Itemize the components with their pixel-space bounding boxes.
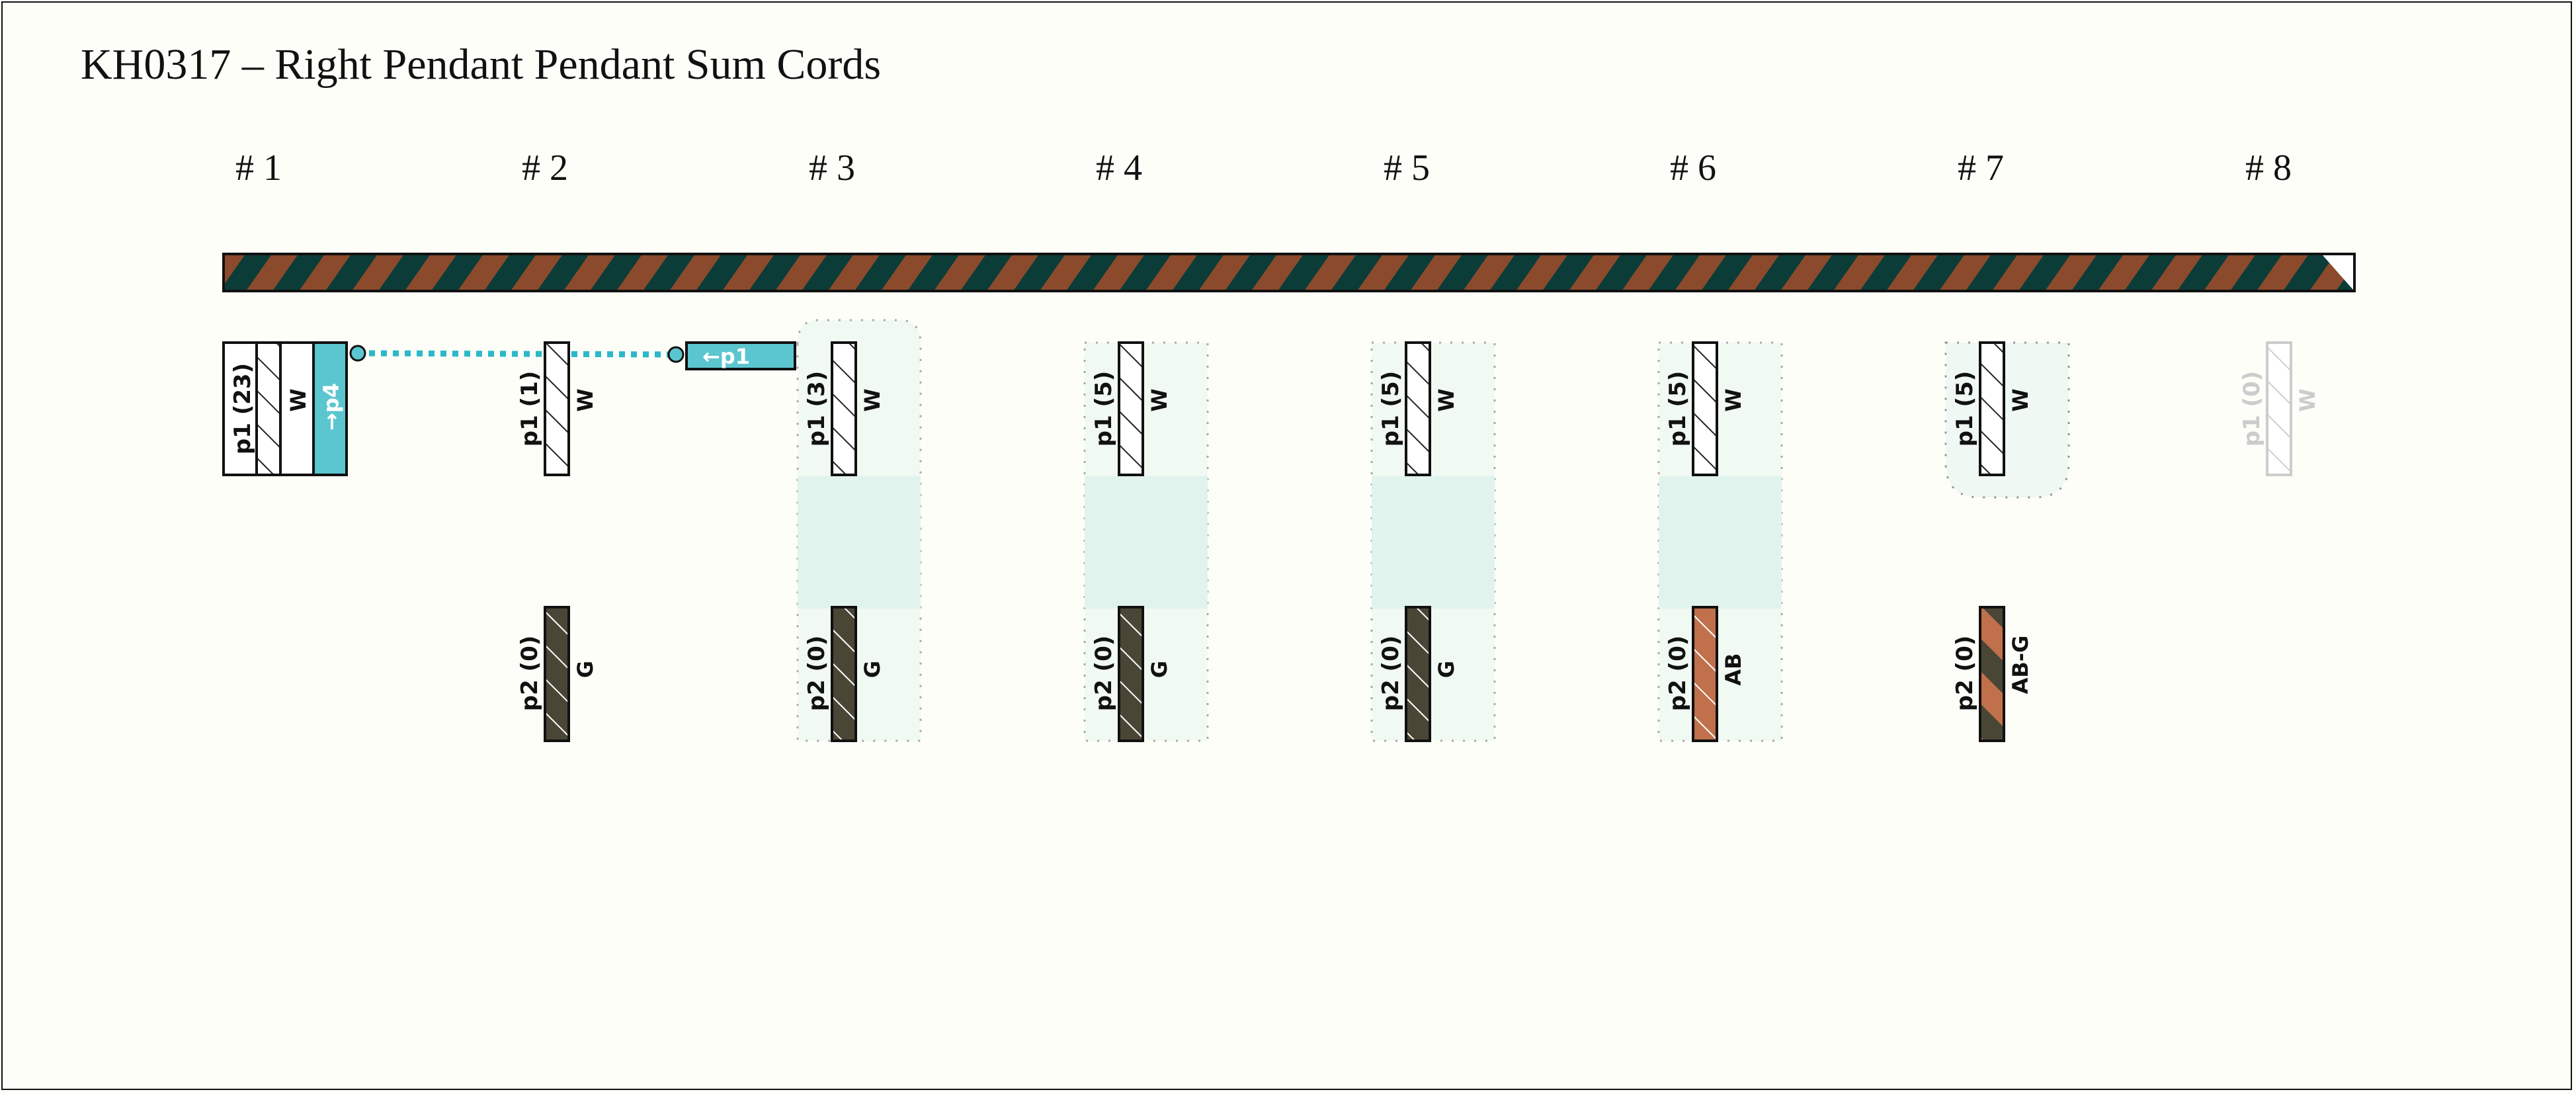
cord-6: p1 (5) W p2 (0) AB bbox=[1665, 341, 1746, 742]
column-label-2: # 2 bbox=[522, 147, 568, 189]
cord-5-p2-label: p2 (0) bbox=[1378, 636, 1404, 712]
cord-7-p2-color: AB-G bbox=[2008, 636, 2033, 694]
cord-3: p1 (3) W p2 (0) G bbox=[804, 341, 885, 742]
cord-5-p2-color: G bbox=[1434, 661, 1459, 678]
cord-6-p2-label: p2 (0) bbox=[1665, 636, 1691, 712]
primary-cord bbox=[222, 253, 2356, 292]
cord-8-p1-label: p1 (0) bbox=[2239, 371, 2265, 447]
group-background-4 bbox=[1083, 341, 1209, 742]
cord-2-p1-color: W bbox=[573, 388, 598, 411]
page-title: KH0317 – Right Pendant Pendant Sum Cords bbox=[81, 40, 882, 89]
sum-link bbox=[349, 345, 685, 363]
cord-2-link-label: ←p1 bbox=[702, 344, 750, 369]
cord-4-p1-label: p1 (5) bbox=[1091, 371, 1117, 447]
cord-3-p1-color: W bbox=[860, 388, 885, 411]
group-background-7 bbox=[1944, 341, 2070, 499]
cord-8-p1-color: W bbox=[2295, 388, 2320, 411]
cord-3-p2-label: p2 (0) bbox=[804, 636, 830, 712]
cord-7: p1 (5) W p2 (0) AB-G bbox=[1952, 341, 2033, 742]
cord-6-p1-color: W bbox=[1721, 388, 1746, 411]
cord-2-p2-color: G bbox=[573, 661, 598, 678]
group-background-3 bbox=[796, 319, 922, 742]
column-label-5: # 5 bbox=[1384, 147, 1430, 189]
column-label-1: # 1 bbox=[235, 147, 282, 189]
cord-8: p1 (0) W bbox=[2239, 341, 2320, 476]
cord-3-p2-color: G bbox=[860, 661, 885, 678]
cord-5: p1 (5) W p2 (0) G bbox=[1378, 341, 1459, 742]
column-label-7: # 7 bbox=[1958, 147, 2004, 189]
cord-7-p1-label: p1 (5) bbox=[1952, 371, 1978, 447]
cord-4: p1 (5) W p2 (0) G bbox=[1091, 341, 1172, 742]
cord-3-p1-label: p1 (3) bbox=[804, 371, 830, 447]
group-background-5 bbox=[1370, 341, 1496, 742]
cord-7-p2-label: p2 (0) bbox=[1952, 636, 1978, 712]
cord-1: p1 (23) W →p4 bbox=[222, 341, 348, 476]
cord-1-link-label: →p4 bbox=[319, 383, 344, 431]
cord-7-p1-color: W bbox=[2008, 388, 2033, 411]
cord-4-p2-label: p2 (0) bbox=[1091, 636, 1117, 712]
cord-2-p1-label: p1 (1) bbox=[517, 371, 543, 447]
column-label-3: # 3 bbox=[809, 147, 855, 189]
cord-6-p2-color: AB bbox=[1721, 653, 1746, 685]
cord-1-p1-label: p1 (23) bbox=[229, 363, 256, 454]
cord-2: p1 (1) W p2 (0) G ←p1 bbox=[517, 341, 796, 742]
column-label-6: # 6 bbox=[1670, 147, 1716, 189]
cord-6-p1-label: p1 (5) bbox=[1665, 371, 1691, 447]
group-background-6 bbox=[1657, 341, 1783, 742]
column-label-8: # 8 bbox=[2245, 147, 2292, 189]
cord-2-p2-label: p2 (0) bbox=[517, 636, 543, 712]
cord-4-p1-color: W bbox=[1147, 388, 1172, 411]
cord-5-p1-label: p1 (5) bbox=[1378, 371, 1404, 447]
column-label-4: # 4 bbox=[1096, 147, 1142, 189]
cord-4-p2-color: G bbox=[1147, 661, 1172, 678]
cord-5-p1-color: W bbox=[1434, 388, 1459, 411]
cord-1-color-label: W bbox=[286, 388, 311, 411]
